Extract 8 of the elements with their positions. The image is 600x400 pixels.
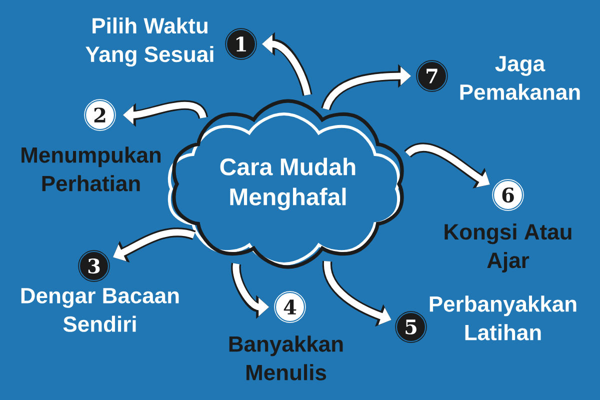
step-label: Dengar Bacaan Sendiri bbox=[21, 288, 179, 332]
step-label: Kongsi Atau Ajar bbox=[444, 224, 572, 272]
step-label: Perbanyakkan Latihan bbox=[430, 296, 576, 340]
step-label: Jaga Pemakanan bbox=[460, 56, 580, 100]
step-label: Pilih Waktu Yang Sesuai bbox=[86, 17, 214, 67]
step-label: Banyakkan Menulis bbox=[229, 336, 343, 380]
cloud: Cara Mudah Menghafal bbox=[168, 99, 404, 269]
step-label: Menumpukan Perhatian bbox=[22, 146, 161, 192]
